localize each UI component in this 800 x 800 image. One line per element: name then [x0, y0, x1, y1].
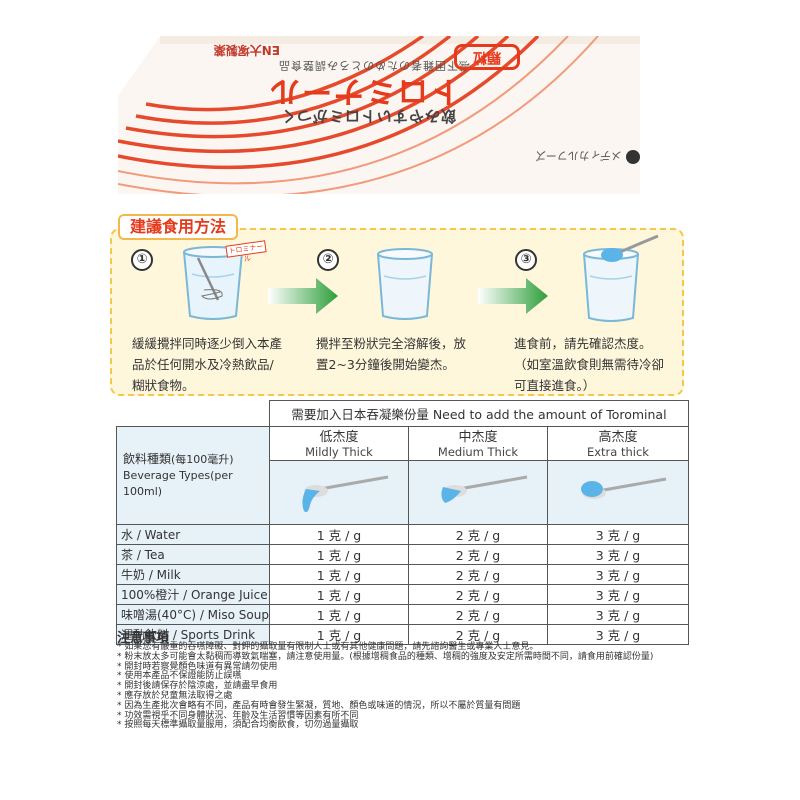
table-row: 水 / Water 1 克 / g 2 克 / g 3 克 / g	[116, 524, 689, 545]
notes-list: * 如果您有嚴重的吞嚥障礙、對鉀的攝取量有限制人士或有其他健康問題，請先諮詢醫生…	[117, 642, 697, 731]
list-item: * 使用本產品不保證能防止誤嚥	[117, 671, 242, 682]
instructions-title: 建議食用方法	[118, 214, 239, 240]
step-1-number: ①	[131, 249, 153, 271]
column-medium-thick: 中杰度 Medium Thick	[407, 426, 548, 461]
list-item: * 開封時若察覺顏色味道有異常請勿使用	[117, 661, 278, 672]
table-row: 茶 / Tea 1 克 / g 2 克 / g 3 克 / g	[116, 544, 689, 565]
company-name: EN大塚製薬	[213, 43, 280, 57]
product-subtitle: 飲みやすいトロミがつく	[279, 107, 456, 125]
amount-header: 需要加入日本吞凝樂份量 Need to add the amount of To…	[268, 400, 689, 427]
dosage-table: 需要加入日本吞凝樂份量 Need to add the amount of To…	[116, 400, 689, 645]
list-item: * 粉末放太多可能會太黏稠而導致氣喘塞，請注意使用量。(根據增稠食品的種類、增稠…	[117, 651, 654, 662]
step-3-number: ③	[515, 249, 537, 271]
list-item: * 開封後請保存於陰涼處，並請盡早食用	[117, 681, 278, 692]
arrow-right-icon	[268, 278, 338, 314]
table-row: 運動飲料 / Sports Drink 1 克 / g 2 克 / g 3 克 …	[116, 624, 689, 645]
glass-stirring-icon	[183, 246, 243, 320]
list-item: * 應存放於兒童無法取得之處	[117, 690, 233, 701]
step-2-text: 攪拌至粉狀完全溶解後，放 置2~3分鐘後開始變杰。	[316, 336, 467, 372]
product-box: EN大塚製薬 嚥下困難者のためのとろみ調整食品 トロミナール 飲みやすいトロミが…	[118, 36, 640, 194]
notes-title: 注意事項	[117, 631, 170, 646]
spoon-mild-icon	[302, 475, 389, 513]
granule-badge: 顆粒	[454, 44, 520, 70]
step-2-number: ②	[317, 249, 339, 271]
maker-name: メディカルフーズ	[535, 149, 622, 162]
column-mildly-thick: 低杰度 Mildly Thick	[268, 426, 409, 461]
glass-settling-icon	[377, 248, 433, 320]
product-box-graphic	[118, 36, 640, 194]
spoon-extra-icon	[580, 477, 667, 499]
maker-logo-icon	[626, 150, 640, 164]
table-row: 牛奶 / Milk 1 克 / g 2 克 / g 3 克 / g	[116, 564, 689, 585]
spoon-cell	[407, 460, 548, 525]
table-row: 100%橙汁 / Orange Juice 1 克 / g 2 克 / g 3 …	[116, 584, 689, 605]
step-1-text: 緩緩攪拌同時逐少倒入本產 品於任何開水及冷熱飲品/ 糊狀食物。	[132, 336, 283, 393]
list-item: * 功效需視乎不同身體狀況、年齡及生活習慣等因素有所不同	[117, 710, 359, 721]
column-extra-thick: 高杰度 Extra thick	[546, 426, 689, 461]
table-row: 味噌湯(40°C) / Miso Soup 1 克 / g 2 克 / g 3 …	[116, 604, 689, 625]
spoon-cell	[546, 460, 689, 525]
list-item: * 按照每天標準攝取量服用，須配合均衡飲食，切勿過量攝取	[117, 720, 359, 731]
spoon-medium-icon	[441, 475, 528, 503]
spoon-cell	[268, 460, 409, 525]
beverage-types-header: 飲料種類(每100毫升) Beverage Types(per 100ml)	[116, 426, 270, 525]
glass-spoon-icon	[583, 234, 659, 322]
arrow-right-icon	[478, 278, 548, 314]
step-3-text: 進食前，請先確認杰度。 （如室溫飲食則無需待冷卻 可直接進食。）	[514, 336, 665, 393]
list-item: * 如果您有嚴重的吞嚥障礙、對鉀的攝取量有限制人士或有其他健康問題，請先諮詢醫生…	[117, 642, 539, 652]
list-item: * 因為生產批次會略有不同，產品有時會發生緊凝，質地、顏色或味道的情況，所以不屬…	[117, 700, 521, 711]
